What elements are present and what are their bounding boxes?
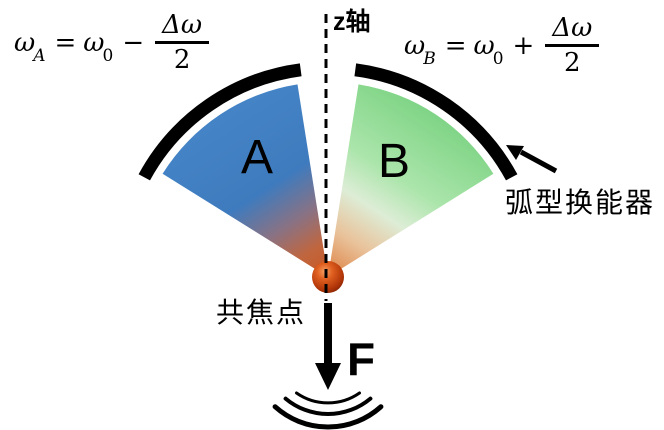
z-axis-label: z轴: [333, 8, 371, 36]
transducer-label: 弧型换能器: [505, 187, 656, 218]
transducer-arc-a: [138, 63, 302, 181]
formula-b-fraction: Δω 2: [545, 13, 600, 78]
formula-a-equals: =: [54, 27, 77, 58]
formula-a-denominator: 2: [173, 45, 191, 75]
formula-a-operator: −: [122, 27, 145, 58]
focal-point-sphere: [312, 261, 344, 293]
formula-omega-b: ωB = ω0 + Δω 2: [404, 13, 600, 78]
formula-b-denominator: 2: [564, 48, 581, 78]
formula-b-equals: =: [444, 30, 467, 61]
transducer-arc-b: [354, 63, 518, 181]
formula-a-omega0: ω0: [83, 27, 114, 66]
force-label: F: [347, 333, 376, 385]
transducer-pointer-head: [506, 145, 524, 160]
formula-a-lhs: ωA: [14, 27, 46, 66]
formula-b-omega0: ω0: [473, 30, 504, 69]
focal-point-label: 共焦点: [216, 297, 307, 328]
wave-arc-outer: [272, 404, 384, 430]
sector-a-label: A: [241, 131, 274, 184]
sector-b-label: B: [378, 135, 411, 188]
beam-sector-b: [328, 84, 494, 278]
wave-arc-middle: [283, 396, 373, 417]
force-arrow-head: [315, 363, 341, 390]
beam-sector-a: [162, 84, 328, 278]
formula-a-numerator: Δω: [155, 10, 210, 44]
formula-b-numerator: Δω: [545, 13, 600, 47]
transducer-pointer-shaft: [519, 149, 558, 174]
wave-arc-inner: [295, 391, 361, 405]
formula-a-fraction: Δω 2: [155, 10, 210, 75]
formula-b-operator: +: [512, 30, 535, 61]
formula-b-lhs: ωB: [404, 30, 436, 69]
formula-omega-a: ωA = ω0 − Δω 2: [14, 10, 210, 75]
